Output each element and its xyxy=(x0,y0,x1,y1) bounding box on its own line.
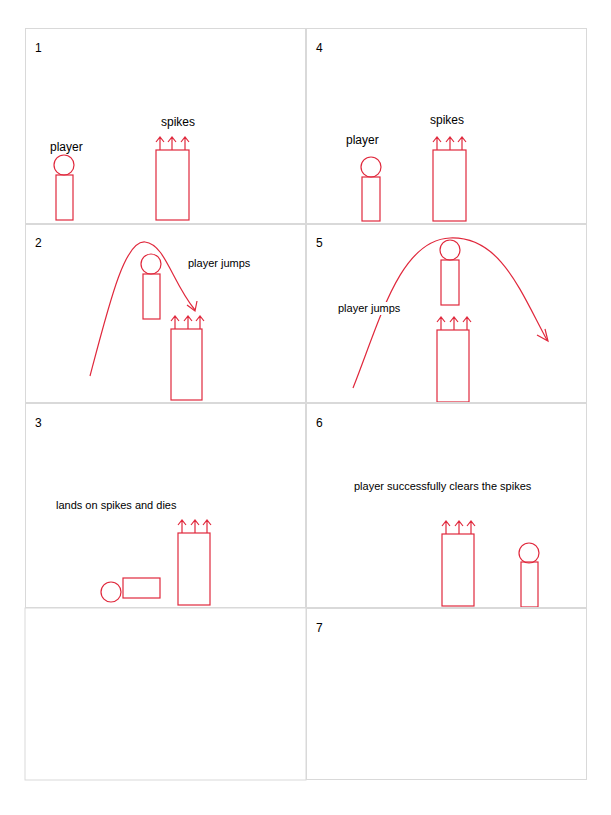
action-note: player jumps xyxy=(337,302,401,315)
spike-block xyxy=(178,533,210,605)
spikes-symbol xyxy=(156,137,189,150)
spikes-symbol xyxy=(437,317,471,330)
spike-block xyxy=(437,330,469,402)
spike-block xyxy=(442,534,474,606)
object-label: spikes xyxy=(160,115,196,129)
spikes-symbol xyxy=(178,520,211,533)
panel-number: 2 xyxy=(34,236,43,250)
panel-number: 1 xyxy=(34,41,43,55)
player-head xyxy=(101,582,121,602)
player-body xyxy=(362,177,380,221)
panel-number: 6 xyxy=(315,416,324,430)
player-head xyxy=(519,543,539,563)
player-head xyxy=(54,155,74,175)
storyboard-panel: 6 player successfully clears the spikes xyxy=(306,403,587,608)
player-head xyxy=(440,240,460,260)
panel-number: 4 xyxy=(315,41,324,55)
jump-arrowhead xyxy=(537,329,548,341)
storyboard-panel: 2 player jumps xyxy=(25,224,306,403)
spike-block xyxy=(156,150,189,220)
player-head xyxy=(141,254,161,274)
storyboard-panel: 7 xyxy=(306,608,587,780)
spike-block xyxy=(171,329,202,400)
panel-number: 5 xyxy=(315,236,324,250)
action-note: lands on spikes and dies xyxy=(55,499,177,512)
storyboard-panel: 4 spikes player xyxy=(306,28,587,224)
sketches xyxy=(54,137,548,607)
action-note: player jumps xyxy=(187,257,251,270)
object-label: spikes xyxy=(429,113,465,127)
player-body xyxy=(521,562,538,607)
player-body xyxy=(441,260,459,305)
jump-arc xyxy=(90,242,195,376)
storyboard-panel: 3 lands on spikes and dies xyxy=(25,403,306,608)
action-note: player successfully clears the spikes xyxy=(353,480,532,493)
player-body xyxy=(123,578,160,598)
player-head xyxy=(361,157,381,177)
spikes-symbol xyxy=(442,521,475,534)
panel-number: 7 xyxy=(315,621,324,635)
storyboard-panel: 5 player jumps xyxy=(306,224,587,403)
object-label: player xyxy=(345,133,380,147)
spike-block xyxy=(433,150,466,221)
object-label: player xyxy=(49,140,84,154)
spikes-symbol xyxy=(171,316,204,329)
jump-arrowhead xyxy=(187,301,197,311)
player-body xyxy=(143,274,160,319)
player-body xyxy=(56,175,73,220)
storyboard-panel: 1 spikes player xyxy=(25,28,306,224)
panel-number: 3 xyxy=(34,416,43,430)
spikes-symbol xyxy=(433,137,466,150)
empty-panel xyxy=(25,608,306,780)
